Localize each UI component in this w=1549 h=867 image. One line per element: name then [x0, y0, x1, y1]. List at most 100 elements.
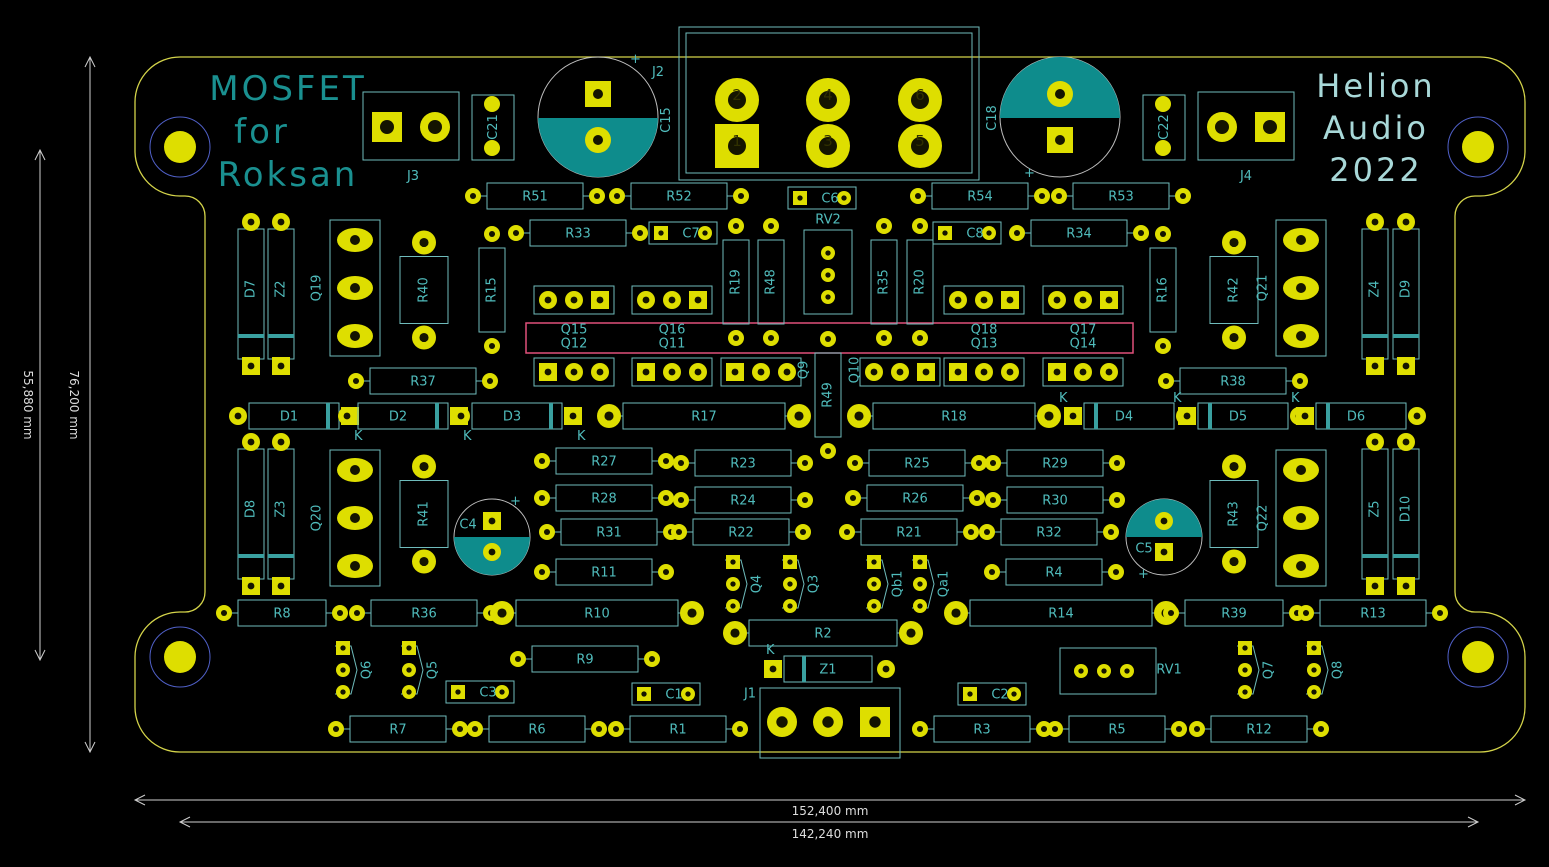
capacitor-c5: C5+ [1125, 498, 1203, 582]
svg-text:D3: D3 [503, 410, 521, 425]
resistor-r29: R29 [985, 449, 1125, 477]
svg-text:R36: R36 [411, 607, 437, 622]
dimension-width-inner: 142,240 mm [792, 827, 869, 841]
svg-text:R22: R22 [728, 526, 754, 541]
resistor-r28: R28 [534, 484, 674, 512]
resistor-r32: R32 [979, 518, 1119, 546]
svg-text:R1: R1 [669, 723, 686, 738]
transistor-q10: Q10 [848, 357, 941, 387]
title-right-line-2: Audio [1323, 109, 1429, 147]
svg-text:C7: C7 [682, 227, 699, 242]
svg-text:C6: C6 [821, 192, 838, 207]
transistor-q19: Q19 [310, 219, 381, 357]
svg-text:R2: R2 [814, 627, 831, 642]
trimmer-rv1: RV1 [1059, 647, 1182, 695]
capacitor-c7: C7 [648, 221, 718, 245]
resistor-r37: R37 [348, 367, 498, 395]
resistor-r39: R39 [1163, 599, 1305, 627]
resistor-r48: R48 [757, 218, 785, 346]
mounting-hole-bottom-left [149, 626, 211, 688]
svg-text:Q18: Q18 [971, 323, 998, 338]
svg-text:C21: C21 [486, 114, 501, 140]
svg-text:R26: R26 [902, 492, 928, 507]
title-left-line-3: Roksan [218, 155, 359, 195]
svg-text:6: 6 [915, 86, 925, 104]
resistor-r53: R53 [1051, 182, 1191, 210]
resistor-r19: R19 [722, 218, 750, 346]
transistor-q1a: Qa1 [912, 555, 952, 613]
svg-text:Q16: Q16 [659, 323, 686, 338]
svg-text:R52: R52 [666, 190, 692, 205]
capacitor-c21: C21 [471, 94, 515, 161]
svg-text:C8: C8 [966, 227, 983, 242]
diode-d3: D3K [452, 402, 586, 444]
resistor-r17: R17 [597, 402, 811, 430]
resistor-r15: R15 [478, 226, 506, 354]
svg-text:R9: R9 [576, 653, 593, 668]
svg-text:+: + [1024, 166, 1035, 181]
resistor-r8: R8 [216, 599, 348, 627]
svg-text:R5: R5 [1108, 723, 1125, 738]
resistor-r2: R2 [723, 619, 923, 647]
transistor-q8: Q8 [1306, 641, 1346, 699]
zener-z1: Z1K [764, 643, 895, 683]
dimension-height-outer: 76,200 mm [67, 370, 81, 439]
svg-text:K: K [1291, 391, 1300, 406]
svg-text:R11: R11 [591, 566, 617, 581]
resistor-r20: R20 [906, 218, 934, 346]
svg-text:K: K [463, 429, 472, 444]
connector-j1: J1 [743, 687, 901, 759]
board-title-left: MOSFET for Roksan [209, 69, 364, 195]
svg-text:D1: D1 [280, 410, 298, 425]
resistor-r35: R35 [870, 218, 898, 346]
svg-text:Q3: Q3 [807, 575, 822, 594]
transistor-q21: Q21 [1256, 219, 1327, 357]
svg-text:R30: R30 [1042, 494, 1068, 509]
diode-d7: D7 [237, 213, 265, 375]
resistor-r23: R23 [673, 449, 813, 477]
svg-text:R29: R29 [1042, 457, 1068, 472]
svg-text:R8: R8 [273, 607, 290, 622]
mounting-hole-top-right [1447, 116, 1509, 178]
resistor-r40: R40 [399, 230, 449, 350]
transistor-q13: Q13 [943, 337, 1025, 387]
svg-text:Q10: Q10 [848, 357, 863, 384]
svg-text:R16: R16 [1156, 277, 1171, 303]
svg-text:R6: R6 [528, 723, 545, 738]
resistor-r3: R3 [912, 715, 1052, 743]
svg-text:C3: C3 [479, 686, 496, 701]
svg-text:Qa1: Qa1 [937, 571, 952, 597]
resistor-r25: R25 [847, 449, 987, 477]
svg-text:D10: D10 [1399, 496, 1414, 523]
transistor-q22: Q22 [1256, 449, 1327, 587]
svg-text:R4: R4 [1045, 566, 1062, 581]
diode-d10: D10 [1392, 433, 1420, 595]
svg-text:J1: J1 [743, 687, 756, 702]
resistor-r27: R27 [534, 447, 674, 475]
svg-text:Q14: Q14 [1070, 337, 1097, 352]
title-right-line-1: Helion [1316, 67, 1435, 105]
mounting-hole-top-left [149, 116, 211, 178]
dimension-height-inner: 55,880 mm [21, 370, 35, 439]
svg-text:D9: D9 [1399, 280, 1414, 298]
resistor-r49: R49 [814, 331, 842, 459]
transistor-q11: Q11 [631, 337, 713, 387]
svg-text:D4: D4 [1115, 410, 1133, 425]
svg-text:+: + [510, 494, 521, 509]
j2-pin-2: 2 [715, 78, 759, 122]
svg-text:R20: R20 [913, 269, 928, 295]
resistor-r14: R14 [944, 599, 1178, 627]
svg-text:R33: R33 [565, 227, 591, 242]
svg-text:K: K [354, 429, 363, 444]
svg-text:2: 2 [732, 86, 742, 104]
svg-text:R54: R54 [967, 190, 993, 205]
resistor-r10: R10 [490, 599, 704, 627]
svg-text:C5: C5 [1135, 542, 1152, 557]
j2-pin-5: 5 [898, 124, 942, 168]
svg-text:R15: R15 [485, 277, 500, 303]
resistor-r43: R43 [1209, 454, 1259, 574]
svg-text:Z5: Z5 [1368, 500, 1383, 517]
svg-text:D8: D8 [244, 500, 259, 518]
resistor-r4: R4 [984, 558, 1124, 586]
svg-text:5: 5 [915, 132, 925, 150]
